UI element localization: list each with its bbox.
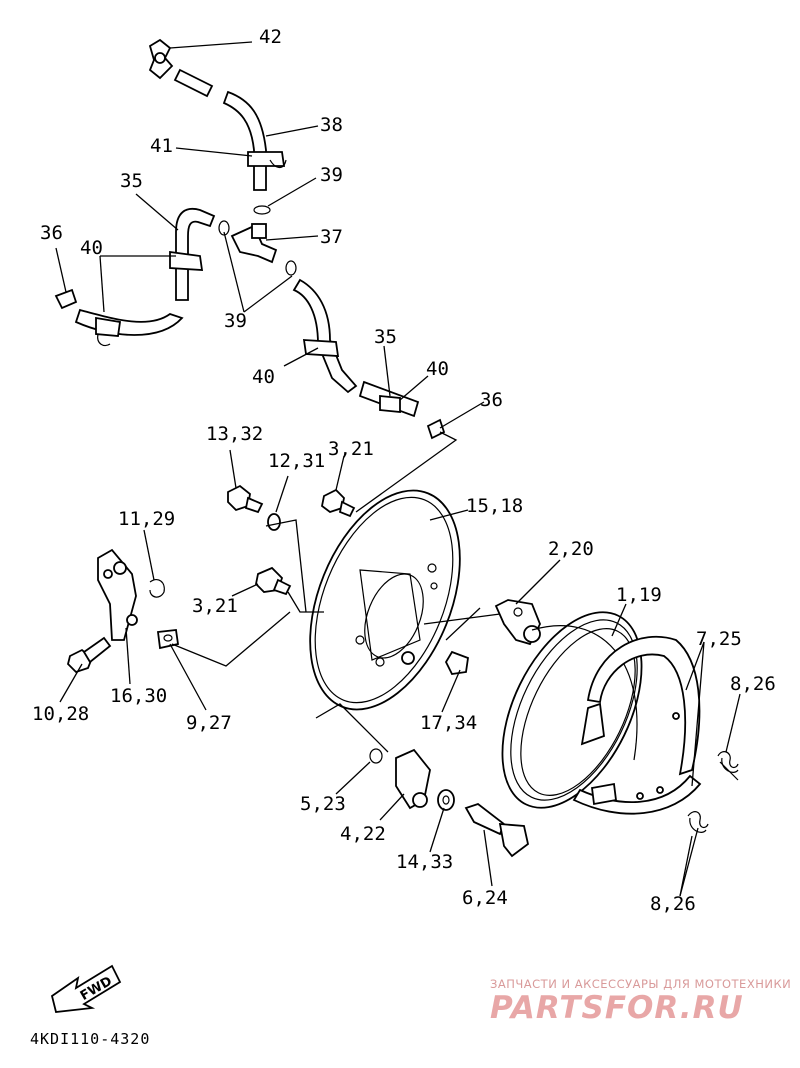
- callout-3-21-upper: 3,21: [328, 438, 374, 460]
- callout-39-bottom: 39: [224, 310, 247, 332]
- part-5-o-ring: [369, 748, 383, 764]
- callout-35-right: 35: [374, 326, 397, 348]
- part-16-brake-arm: [97, 548, 138, 641]
- callout-2-20: 2,20: [548, 538, 594, 560]
- callout-42: 42: [259, 26, 282, 48]
- diagram-code: 4KDI110-4320: [30, 1030, 151, 1048]
- part-17-bolt: [444, 650, 469, 675]
- watermark-tagline: ЗАПЧАСТИ И АКСЕССУАРЫ ДЛЯ МОТОТЕХНИКИ: [490, 977, 792, 991]
- part-12-washer: [267, 513, 281, 531]
- callout-3-21-lower: 3,21: [192, 595, 238, 617]
- part-38-breather-hose: [173, 68, 267, 191]
- brake-arm-hardware: [67, 484, 356, 674]
- callout-9-27: 9,27: [186, 712, 232, 734]
- part-37-tee-joint: [230, 223, 278, 264]
- callout-40-mid: 40: [252, 366, 275, 388]
- callout-13-32: 13,32: [206, 423, 263, 445]
- callout-8-26-lower: 8,26: [650, 893, 696, 915]
- part-14-washer: [437, 789, 455, 811]
- part-41-hose-clamp: [247, 151, 287, 169]
- part-35-left-hose: [175, 208, 216, 301]
- part-35-short-hose: [358, 380, 420, 418]
- part-15-brake-panel: [309, 489, 461, 711]
- callout-16-30: 16,30: [110, 685, 167, 707]
- callout-36-left: 36: [40, 222, 63, 244]
- part-39-clip-left: [218, 220, 230, 236]
- fwd-direction-arrow: FWD: [50, 964, 122, 1013]
- callout-39-top: 39: [320, 164, 343, 186]
- part-3-bolt-upper: [321, 488, 356, 518]
- part-6-adjuster-bolt: [464, 802, 530, 858]
- part-11-clip: [149, 579, 165, 598]
- part-40-clamp-left: [169, 250, 204, 271]
- callout-4-22: 4,22: [340, 823, 386, 845]
- callout-40-left: 40: [80, 237, 103, 259]
- callout-7-25: 7,25: [696, 628, 742, 650]
- part-3-bolt-lower: [255, 566, 292, 596]
- callout-41: 41: [150, 135, 173, 157]
- callout-1-19: 1,19: [616, 584, 662, 606]
- callout-35-left: 35: [120, 170, 143, 192]
- part-35-right-hose: [292, 278, 358, 394]
- part-39-clip-right: [285, 260, 297, 276]
- watermark-logo: PARTSFOR.RU: [490, 990, 744, 1026]
- part-4-adjuster-block: [395, 748, 431, 810]
- callout-15-18: 15,18: [466, 495, 523, 517]
- part-36-hose-end-right: [426, 418, 446, 440]
- part-36-hose-end-left: [54, 288, 78, 310]
- callout-36-right: 36: [480, 389, 503, 411]
- callout-37: 37: [320, 226, 343, 248]
- part-13-bolt: [227, 484, 264, 514]
- callout-11-29: 11,29: [118, 508, 175, 530]
- callout-40-right: 40: [426, 358, 449, 380]
- callout-labels: 42 38 41 35 39 36 40 37 39 35 40 40 36 1…: [32, 26, 776, 915]
- callout-12-31: 12,31: [268, 450, 325, 472]
- callout-17-34: 17,34: [420, 712, 477, 734]
- part-40-clamp-mid: [302, 339, 340, 357]
- callout-6-24: 6,24: [462, 887, 508, 909]
- part-9-washer: [156, 629, 180, 650]
- leader-lines: [55, 41, 741, 897]
- breather-hose-assembly: [54, 38, 446, 440]
- callout-10-28: 10,28: [32, 703, 89, 725]
- part-42-hose-clip: [148, 38, 174, 80]
- part-7-brake-shoes: [572, 635, 702, 815]
- callout-14-33: 14,33: [396, 851, 453, 873]
- part-8-spring-upper: [717, 751, 739, 781]
- part-39-clip: [253, 205, 271, 215]
- callout-5-23: 5,23: [300, 793, 346, 815]
- callout-8-26-upper: 8,26: [730, 673, 776, 695]
- part-40-hose-lower-left: [74, 308, 184, 347]
- part-2-brake-cam: [494, 599, 541, 646]
- part-10-bolt: [67, 636, 112, 674]
- callout-38: 38: [320, 114, 343, 136]
- part-8-spring-lower: [687, 811, 709, 833]
